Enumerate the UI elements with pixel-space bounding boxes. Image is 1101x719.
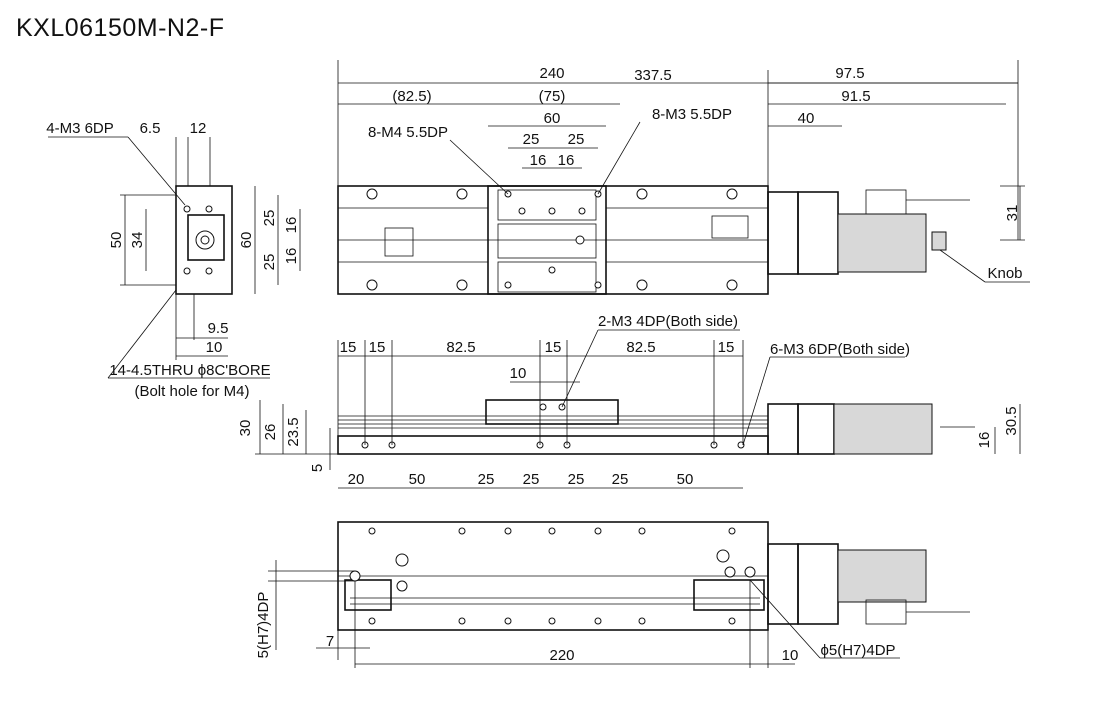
dim-220: 220: [549, 647, 574, 664]
dim-25-upper: 25: [261, 210, 278, 227]
dim-91-5: 91.5: [841, 88, 870, 105]
dim-5-h7-4dp: 5(H7)4DP: [255, 592, 272, 659]
dim-15-a: 15: [340, 339, 357, 356]
bottom-view: [337, 521, 970, 631]
dim-10-side: 10: [510, 365, 527, 382]
callout-2-m3: 2-M3 4DP(Both side): [598, 313, 738, 330]
dim-337-5: 337.5: [634, 67, 672, 84]
top-view: [337, 185, 970, 295]
dim-7: 7: [326, 633, 334, 650]
callout-8-m4: 8-M4 5.5DP: [368, 124, 448, 141]
dim-82-5-a: 82.5: [446, 339, 475, 356]
dim-75-ref: (75): [539, 88, 566, 105]
dim-16-a: 16: [530, 152, 547, 169]
dim-23-5: 23.5: [285, 417, 302, 446]
dim-25-2: 25: [523, 471, 540, 488]
dim-82-5-b: 82.5: [626, 339, 655, 356]
bottom-dim-lines: [268, 560, 900, 668]
dim-16-upper: 16: [283, 217, 300, 234]
end-dim-lines: [48, 136, 301, 379]
dim-50: 50: [108, 232, 125, 249]
dim-6-5: 6.5: [140, 120, 161, 137]
side-dim-lines: [255, 329, 1021, 489]
callout-4-m3: 4-M3 6DP: [46, 120, 114, 137]
dim-34: 34: [129, 232, 146, 249]
dim-30-5: 30.5: [1003, 406, 1020, 435]
dim-60-top: 60: [544, 110, 561, 127]
dim-15-b: 15: [369, 339, 386, 356]
callout-6-m3: 6-M3 6DP(Both side): [770, 341, 910, 358]
side-view: [337, 399, 975, 455]
dim-25-lower: 25: [261, 254, 278, 271]
dim-40: 40: [798, 110, 815, 127]
dim-9-5: 9.5: [208, 320, 229, 337]
dim-25-1: 25: [478, 471, 495, 488]
dim-20: 20: [348, 471, 365, 488]
dim-16-lower: 16: [283, 248, 300, 265]
dim-10-end: 10: [206, 339, 223, 356]
dim-16-b: 16: [558, 152, 575, 169]
dim-16-right: 16: [976, 432, 993, 449]
dim-15-d: 15: [718, 339, 735, 356]
callout-bolt-note: (Bolt hole for M4): [134, 383, 249, 400]
dim-25-a: 25: [523, 131, 540, 148]
dim-25-b: 25: [568, 131, 585, 148]
dim-60-end: 60: [238, 232, 255, 249]
callout-bolt-hole: 14-4.5THRU ϕ8C'BORE: [109, 362, 270, 379]
drawing-title: KXL06150M-N2-F: [16, 14, 225, 42]
end-view: [175, 185, 233, 295]
dim-50-a: 50: [409, 471, 426, 488]
dim-30: 30: [237, 420, 254, 437]
dim-97-5: 97.5: [835, 65, 864, 82]
dim-50-b: 50: [677, 471, 694, 488]
callout-8-m3: 8-M3 5.5DP: [652, 106, 732, 123]
dim-15-c: 15: [545, 339, 562, 356]
dim-5: 5: [309, 464, 326, 472]
dim-12: 12: [190, 120, 207, 137]
top-dim-lines: [337, 60, 1030, 283]
dim-240: 240: [539, 65, 564, 82]
dim-25-3: 25: [568, 471, 585, 488]
callout-phi5-h7: ϕ5(H7)4DP: [820, 642, 895, 659]
dim-26: 26: [262, 424, 279, 441]
dim-82-5-ref: (82.5): [392, 88, 431, 105]
callout-knob: Knob: [987, 265, 1022, 282]
dim-31: 31: [1004, 205, 1021, 222]
dim-10-bottom: 10: [782, 647, 799, 664]
dim-25-4: 25: [612, 471, 629, 488]
